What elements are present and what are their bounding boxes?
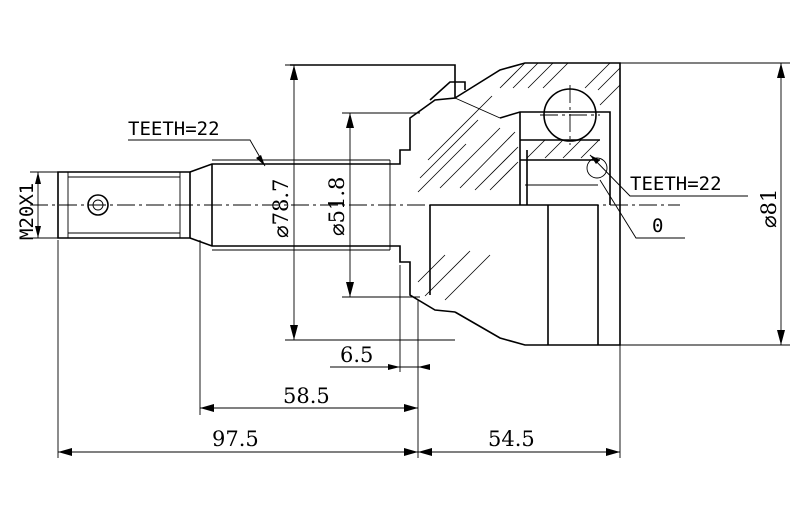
- dim-58-5: 58.5: [283, 384, 330, 408]
- dimension-lines: [30, 62, 790, 458]
- outer-housing: [429, 62, 621, 346]
- housing-hatch: [417, 62, 621, 301]
- dim-dia-78-7: ⌀78.7: [269, 179, 293, 238]
- dim-97-5: 97.5: [212, 427, 259, 451]
- dim-dia-81: ⌀81: [757, 189, 781, 228]
- dim-54-5: 54.5: [488, 427, 535, 451]
- splined-shaft: [189, 64, 456, 313]
- dim-6-5: 6.5: [340, 343, 373, 367]
- callout-zero: 0: [652, 215, 663, 237]
- thread-label: M20X1: [16, 183, 38, 240]
- ball-bearing: [540, 85, 608, 179]
- dim-dia-51-8: ⌀51.8: [325, 177, 349, 236]
- pin-hole-icon: [87, 194, 109, 216]
- teeth-label-shaft: TEETH=22: [128, 118, 220, 140]
- teeth-label-joint: TEETH=22: [630, 173, 722, 195]
